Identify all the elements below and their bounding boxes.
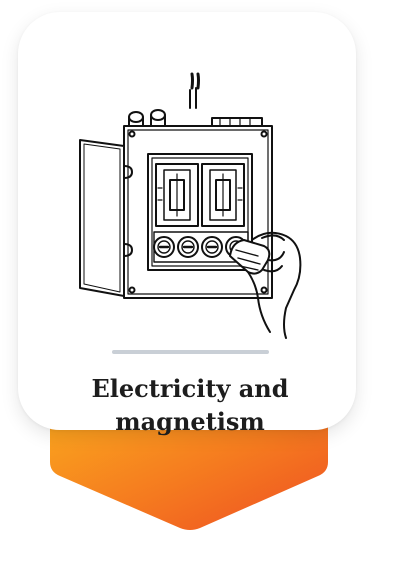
badge-title-line-1: Electricity and <box>91 374 289 403</box>
badge-title: Electricity and magnetism <box>40 372 340 438</box>
badge-card <box>18 12 356 430</box>
divider <box>112 350 269 354</box>
badge-title-line-2: magnetism <box>115 407 265 436</box>
fuse-box-icon <box>79 72 302 339</box>
